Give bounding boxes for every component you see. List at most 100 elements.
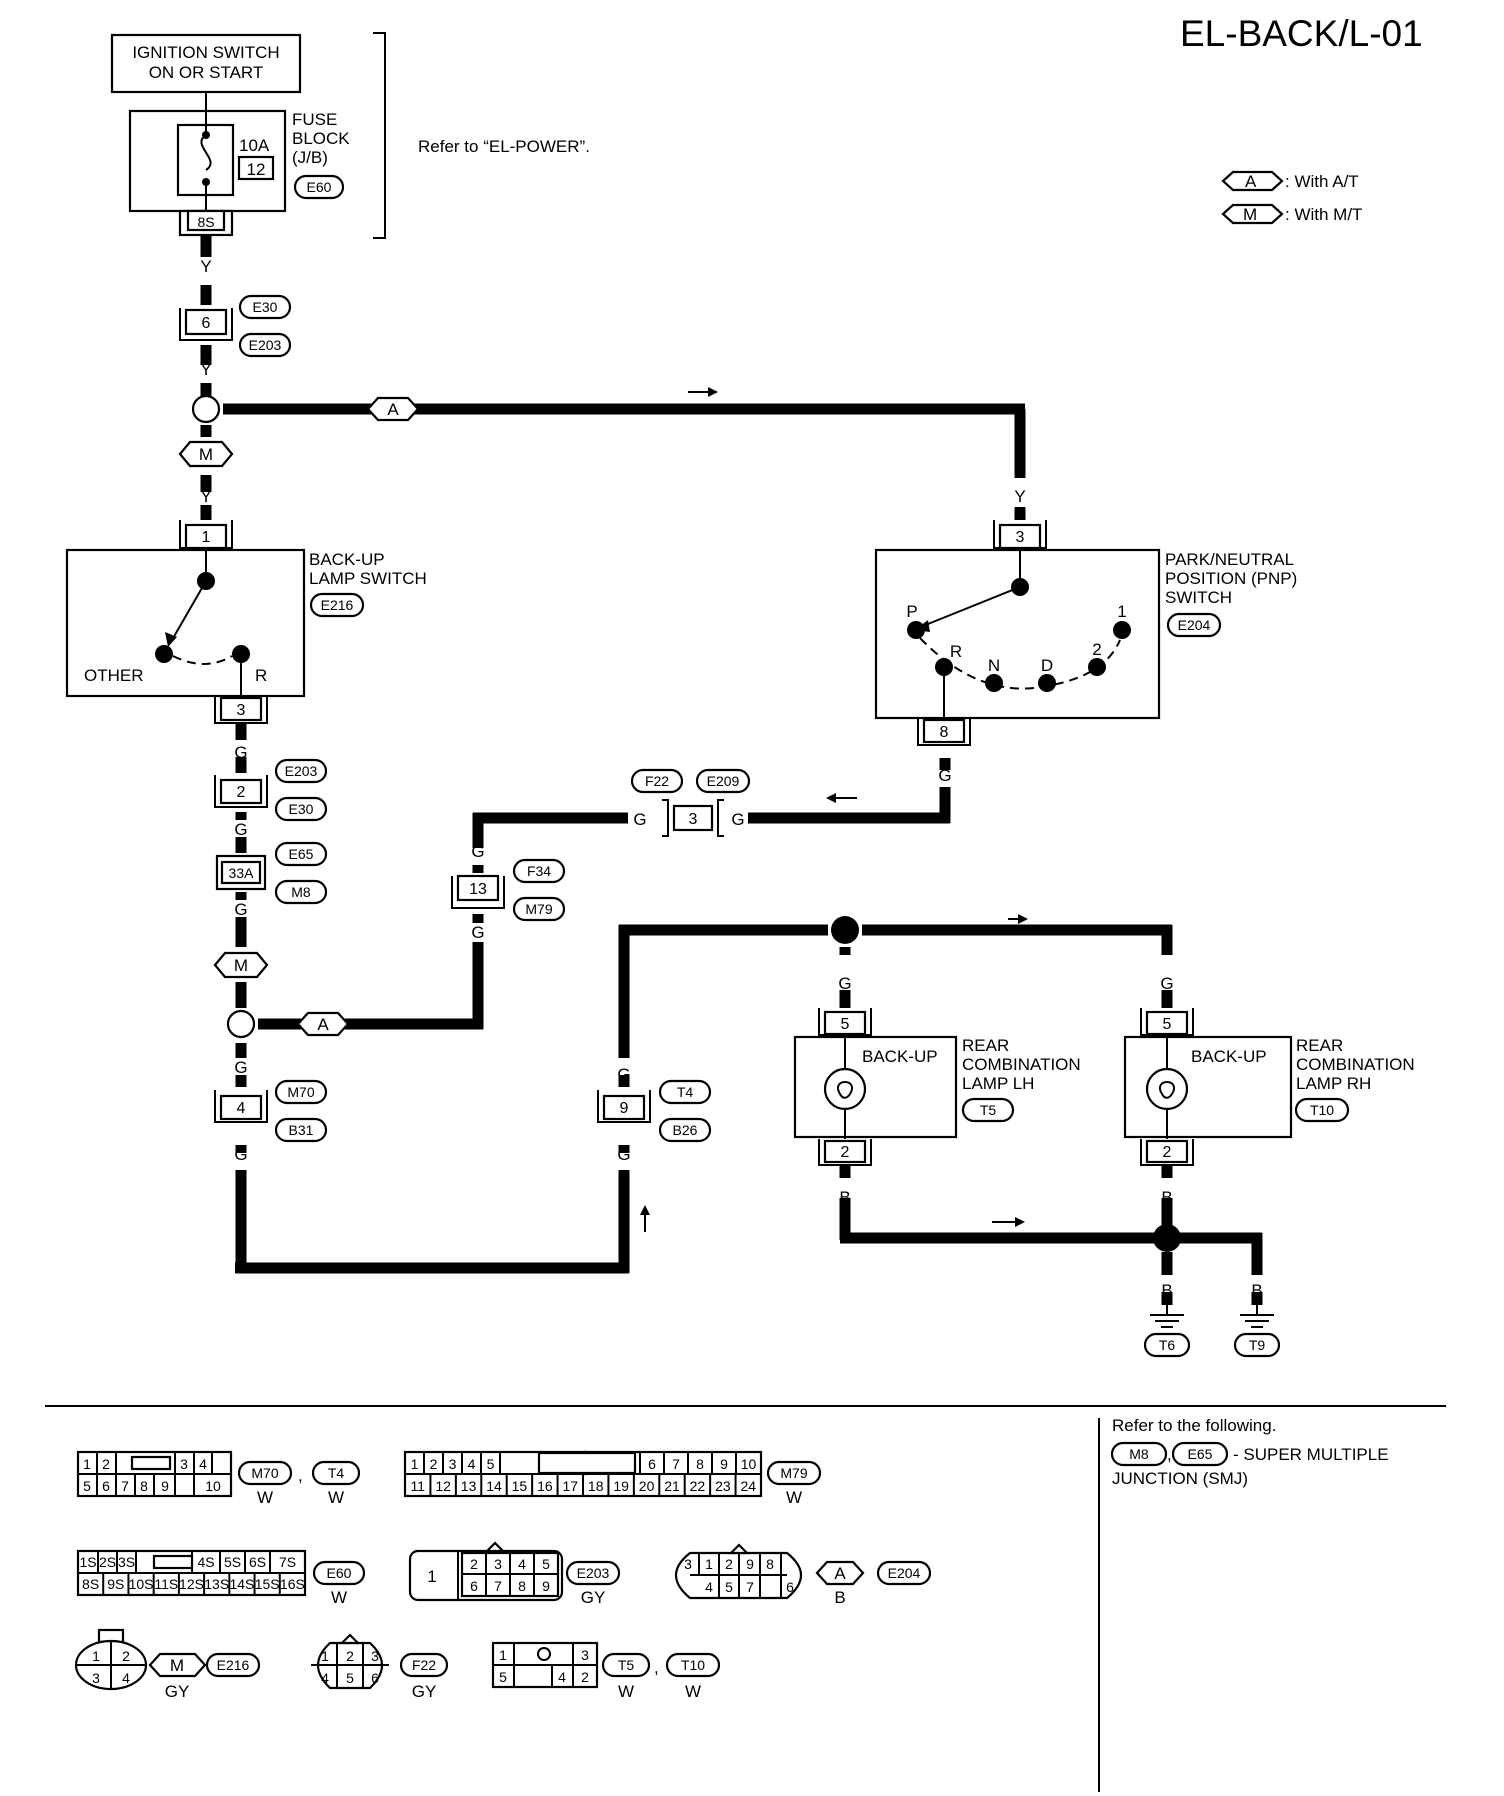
svg-text:T10: T10 xyxy=(1310,1102,1334,1118)
svg-text:1: 1 xyxy=(1117,602,1126,621)
svg-text:B31: B31 xyxy=(289,1122,314,1138)
connector-view-e204: 3 1 2 9 8 4 5 7 6 A E204 B xyxy=(674,1543,932,1607)
svg-text:E65: E65 xyxy=(289,846,314,862)
svg-text:M8: M8 xyxy=(291,884,311,900)
pnp-switch: 3 P R N D 2 1 8 PARK/NEUTRAL POSITION (P… xyxy=(874,520,1297,746)
svg-text:T4: T4 xyxy=(328,1465,345,1481)
pin-label: 18 xyxy=(588,1478,604,1494)
legend-mt-hex xyxy=(1221,203,1284,225)
rear-combination-lamp-rh: 5 BACK-UP 2 REAR COMBINATION LAMP RH T10 xyxy=(1123,1008,1415,1166)
option-m-top: M xyxy=(178,440,234,468)
wire-color-labels: Y Y Y Y G G G G G G G G G G G G G G B B … xyxy=(200,257,1262,1300)
svg-text:LAMP LH: LAMP LH xyxy=(962,1074,1034,1093)
svg-text:2: 2 xyxy=(102,1456,110,1472)
svg-text:5: 5 xyxy=(841,1016,850,1033)
diagram-title: EL-BACK/L-01 xyxy=(1180,13,1423,54)
svg-text:4: 4 xyxy=(237,1100,246,1117)
svg-text:IGNITION SWITCH: IGNITION SWITCH xyxy=(132,43,279,62)
pin-label: 14S xyxy=(229,1576,254,1592)
svg-text:B: B xyxy=(839,1188,850,1207)
svg-text:6: 6 xyxy=(202,315,211,332)
svg-text:8S: 8S xyxy=(197,214,214,230)
svg-text:9: 9 xyxy=(161,1478,169,1494)
svg-text:M8: M8 xyxy=(1129,1446,1149,1462)
svg-text:E60: E60 xyxy=(327,1565,352,1581)
svg-text:T6: T6 xyxy=(1159,1337,1176,1353)
svg-text:G: G xyxy=(234,820,247,839)
pin-label: 3 xyxy=(449,1456,457,1472)
pin-label: 5S xyxy=(224,1554,241,1570)
svg-text:M79: M79 xyxy=(525,901,552,917)
pin-label: 7S xyxy=(279,1554,296,1570)
connector-4: 4 M70 B31 xyxy=(214,1079,328,1143)
svg-text:4: 4 xyxy=(705,1579,713,1595)
svg-text:JUNCTION (SMJ): JUNCTION (SMJ) xyxy=(1112,1469,1248,1488)
svg-text:7: 7 xyxy=(746,1579,754,1595)
svg-text:LAMP RH: LAMP RH xyxy=(1296,1074,1371,1093)
m79-conn: M79 xyxy=(780,1465,807,1481)
pin-label: 13 xyxy=(461,1478,477,1494)
svg-text:1: 1 xyxy=(92,1648,100,1664)
svg-text:COMBINATION: COMBINATION xyxy=(1296,1055,1415,1074)
svg-text:G: G xyxy=(234,900,247,919)
svg-text:- SUPER MULTIPLE: - SUPER MULTIPLE xyxy=(1233,1445,1389,1464)
svg-text:POSITION (PNP): POSITION (PNP) xyxy=(1165,569,1297,588)
svg-text:M: M xyxy=(234,956,248,975)
svg-text:Y: Y xyxy=(200,257,211,276)
svg-text:8: 8 xyxy=(766,1556,774,1572)
svg-text:2: 2 xyxy=(237,784,246,801)
svg-text:ON OR START: ON OR START xyxy=(149,63,264,82)
svg-text:G: G xyxy=(838,974,851,993)
svg-text:A: A xyxy=(387,400,399,419)
svg-text:E216: E216 xyxy=(321,597,354,613)
svg-text:2: 2 xyxy=(470,1556,478,1572)
svg-text:BACK-UP: BACK-UP xyxy=(862,1047,938,1066)
svg-text:E203: E203 xyxy=(577,1565,610,1581)
svg-text:B: B xyxy=(1251,1281,1262,1300)
svg-text:9: 9 xyxy=(746,1556,754,1572)
splice-lower xyxy=(226,1009,256,1039)
pin-label: 9 xyxy=(720,1456,728,1472)
svg-text:1: 1 xyxy=(321,1648,329,1664)
svg-text:1: 1 xyxy=(427,1567,436,1586)
connector-6: 6 E30 E203 xyxy=(179,294,292,358)
splice-top xyxy=(191,394,221,424)
svg-text:W: W xyxy=(685,1682,701,1701)
connector-view-m70-t4: 1 2 3 4 5 6 7 8 9 10 M70 , T4 W W xyxy=(76,1450,361,1507)
pin-label: 23 xyxy=(715,1478,731,1494)
svg-text:COMBINATION: COMBINATION xyxy=(962,1055,1081,1074)
svg-text:B: B xyxy=(834,1588,845,1607)
legend-at-hex xyxy=(1221,170,1284,192)
svg-text:E216: E216 xyxy=(217,1657,250,1673)
svg-text:G: G xyxy=(234,1145,247,1164)
pin-label: 14 xyxy=(486,1478,502,1494)
pin-label: 13S xyxy=(204,1576,229,1592)
svg-text:G: G xyxy=(234,1058,247,1077)
svg-text:REAR: REAR xyxy=(1296,1036,1343,1055)
ignition-switch: IGNITION SWITCH ON OR START xyxy=(110,33,302,94)
svg-text:E209: E209 xyxy=(707,773,740,789)
svg-text:N: N xyxy=(988,656,1000,675)
power-section-bracket xyxy=(373,32,386,239)
svg-text:3: 3 xyxy=(494,1556,502,1572)
option-m-lower: M xyxy=(213,951,269,979)
svg-text:8: 8 xyxy=(940,724,949,741)
svg-text:B: B xyxy=(1161,1188,1172,1207)
svg-text:T10: T10 xyxy=(681,1657,705,1673)
svg-text:5: 5 xyxy=(346,1670,354,1686)
pin-label: 21 xyxy=(664,1478,680,1494)
fuse-block-conn-pill xyxy=(293,174,345,200)
svg-text:G: G xyxy=(938,766,951,785)
svg-text:3: 3 xyxy=(180,1456,188,1472)
ground-t9: T9 xyxy=(1233,1305,1281,1358)
svg-text:FUSE: FUSE xyxy=(292,110,337,129)
svg-text:8: 8 xyxy=(518,1578,526,1594)
pin-label: 2 xyxy=(430,1456,438,1472)
junction-ground xyxy=(1153,1224,1181,1252)
svg-text:M: M xyxy=(199,445,213,464)
svg-text:3: 3 xyxy=(1016,529,1025,546)
svg-text:E203: E203 xyxy=(249,337,282,353)
pin-label: 22 xyxy=(690,1478,706,1494)
legend-mt-text: : With M/T xyxy=(1285,205,1362,224)
